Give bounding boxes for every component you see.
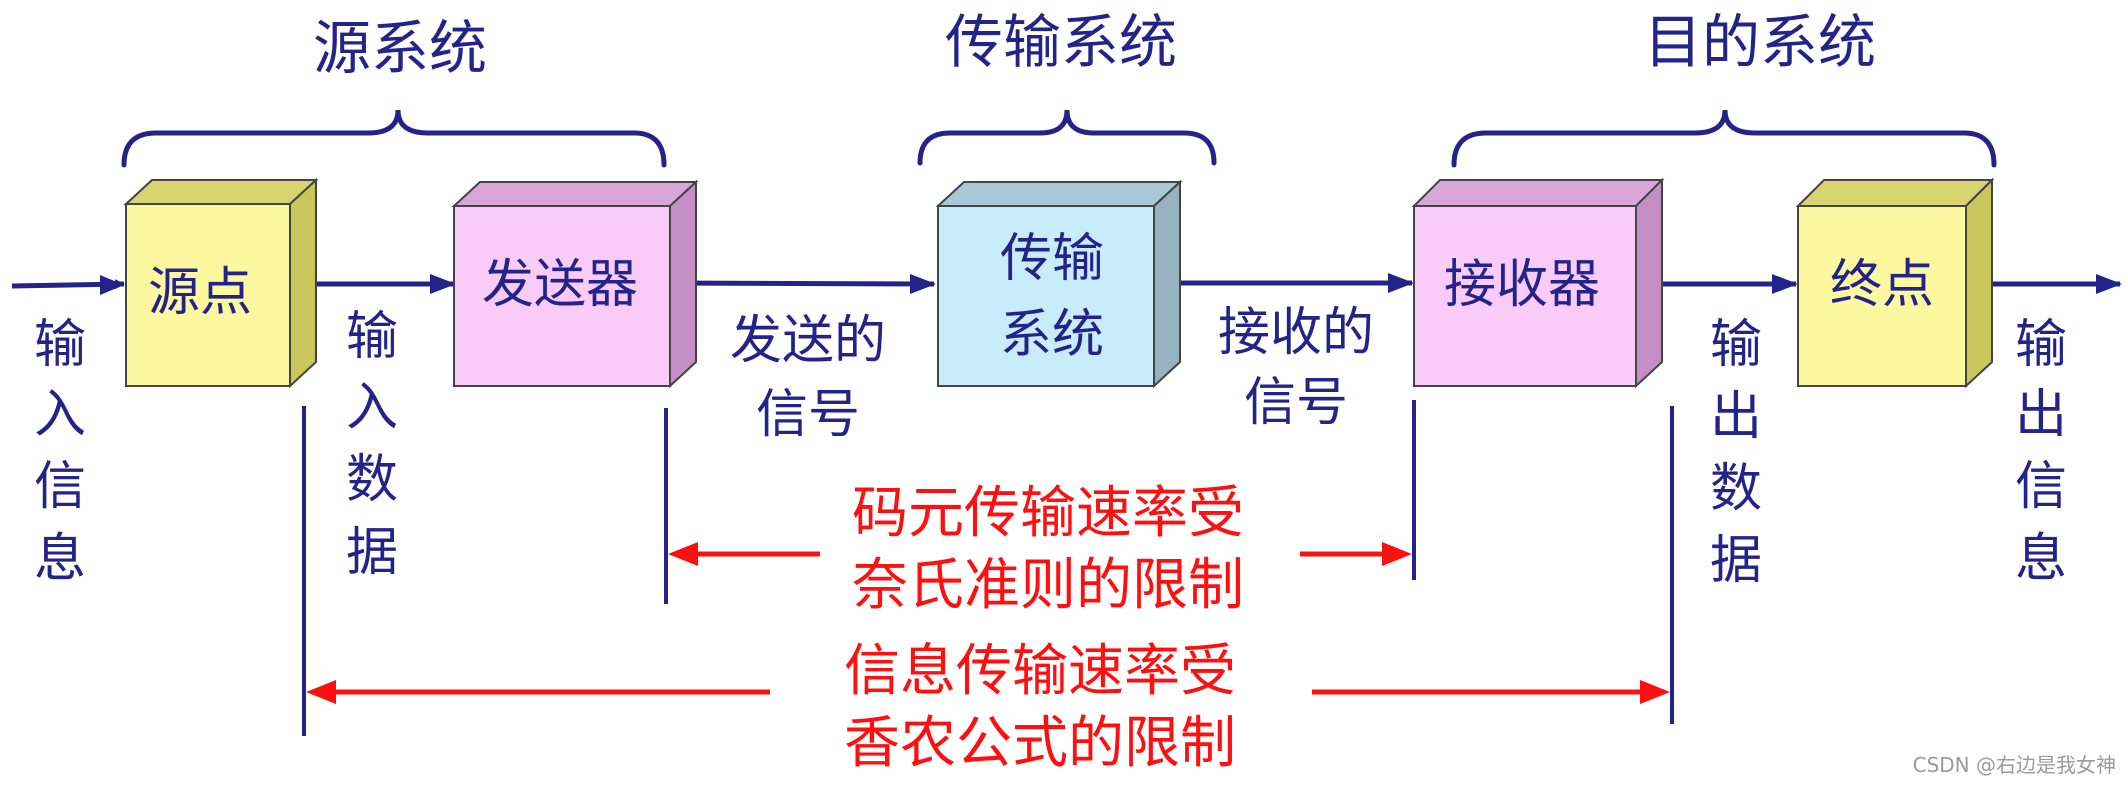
source-point-label: 源点	[148, 263, 252, 323]
destination-point-block: 终点	[1795, 177, 1995, 389]
watermark: CSDN @右边是我女神	[1913, 753, 2116, 777]
output-info-label: 输 出 信 息	[2015, 315, 2067, 589]
transmission-system-block: 传输 系统	[935, 179, 1183, 389]
input-info-label: 输 入 信 息	[34, 315, 86, 589]
input-data-label: 输 入 数 据	[346, 307, 398, 583]
received-signal-label-2: 信号	[1244, 373, 1348, 433]
received-signal-label-1: 接收的	[1218, 303, 1374, 363]
svg-text:据: 据	[1710, 531, 1762, 591]
svg-text:数: 数	[1710, 459, 1762, 519]
svg-text:息: 息	[2015, 529, 2067, 589]
svg-text:信: 信	[34, 457, 86, 517]
source-point-block: 源点	[123, 177, 319, 389]
receiver-block: 接收器	[1411, 177, 1665, 389]
transmission-block-label-2: 系统	[1000, 305, 1104, 365]
svg-text:输: 输	[34, 315, 86, 375]
nyquist-limit-label-1: 码元传输速率受	[852, 481, 1244, 546]
transmission-system-brace	[917, 109, 1217, 166]
svg-text:入: 入	[34, 385, 86, 445]
sent-signal-label-2: 信号	[756, 385, 860, 445]
svg-text:信: 信	[2015, 457, 2067, 517]
shannon-limit-label-1: 信息传输速率受	[844, 639, 1236, 704]
svg-text:入: 入	[346, 378, 398, 438]
nyquist-limit-arrow	[668, 542, 1412, 566]
svg-text:息: 息	[34, 529, 86, 589]
shannon-limit-arrow	[306, 680, 1670, 704]
transmitter-block: 发送器	[451, 179, 699, 389]
svg-text:数: 数	[346, 450, 398, 510]
svg-text:出: 出	[1710, 387, 1762, 447]
output-data-label: 输 出 数 据	[1710, 315, 1762, 591]
svg-text:出: 出	[2015, 385, 2067, 445]
svg-text:输: 输	[1710, 315, 1762, 375]
transmitter-label: 发送器	[482, 255, 638, 315]
source-system-brace	[121, 109, 667, 168]
svg-text:输: 输	[2015, 315, 2067, 375]
destination-point-label: 终点	[1830, 255, 1934, 315]
svg-text:输: 输	[346, 307, 398, 367]
shannon-limit-label-2: 香农公式的限制	[844, 711, 1236, 776]
svg-text:据: 据	[346, 523, 398, 583]
transmission-system-label: 传输系统	[945, 8, 1177, 76]
destination-system-brace	[1451, 109, 1997, 168]
receiver-label: 接收器	[1444, 255, 1600, 315]
sent-signal-label-1: 发送的	[730, 311, 886, 371]
nyquist-limit-label-2: 奈氏准则的限制	[852, 553, 1244, 618]
transmission-block-label-1: 传输	[1000, 229, 1104, 289]
destination-system-label: 目的系统	[1644, 8, 1876, 76]
sent-signal-arrow	[664, 280, 935, 287]
source-system-label: 源系统	[313, 14, 487, 82]
